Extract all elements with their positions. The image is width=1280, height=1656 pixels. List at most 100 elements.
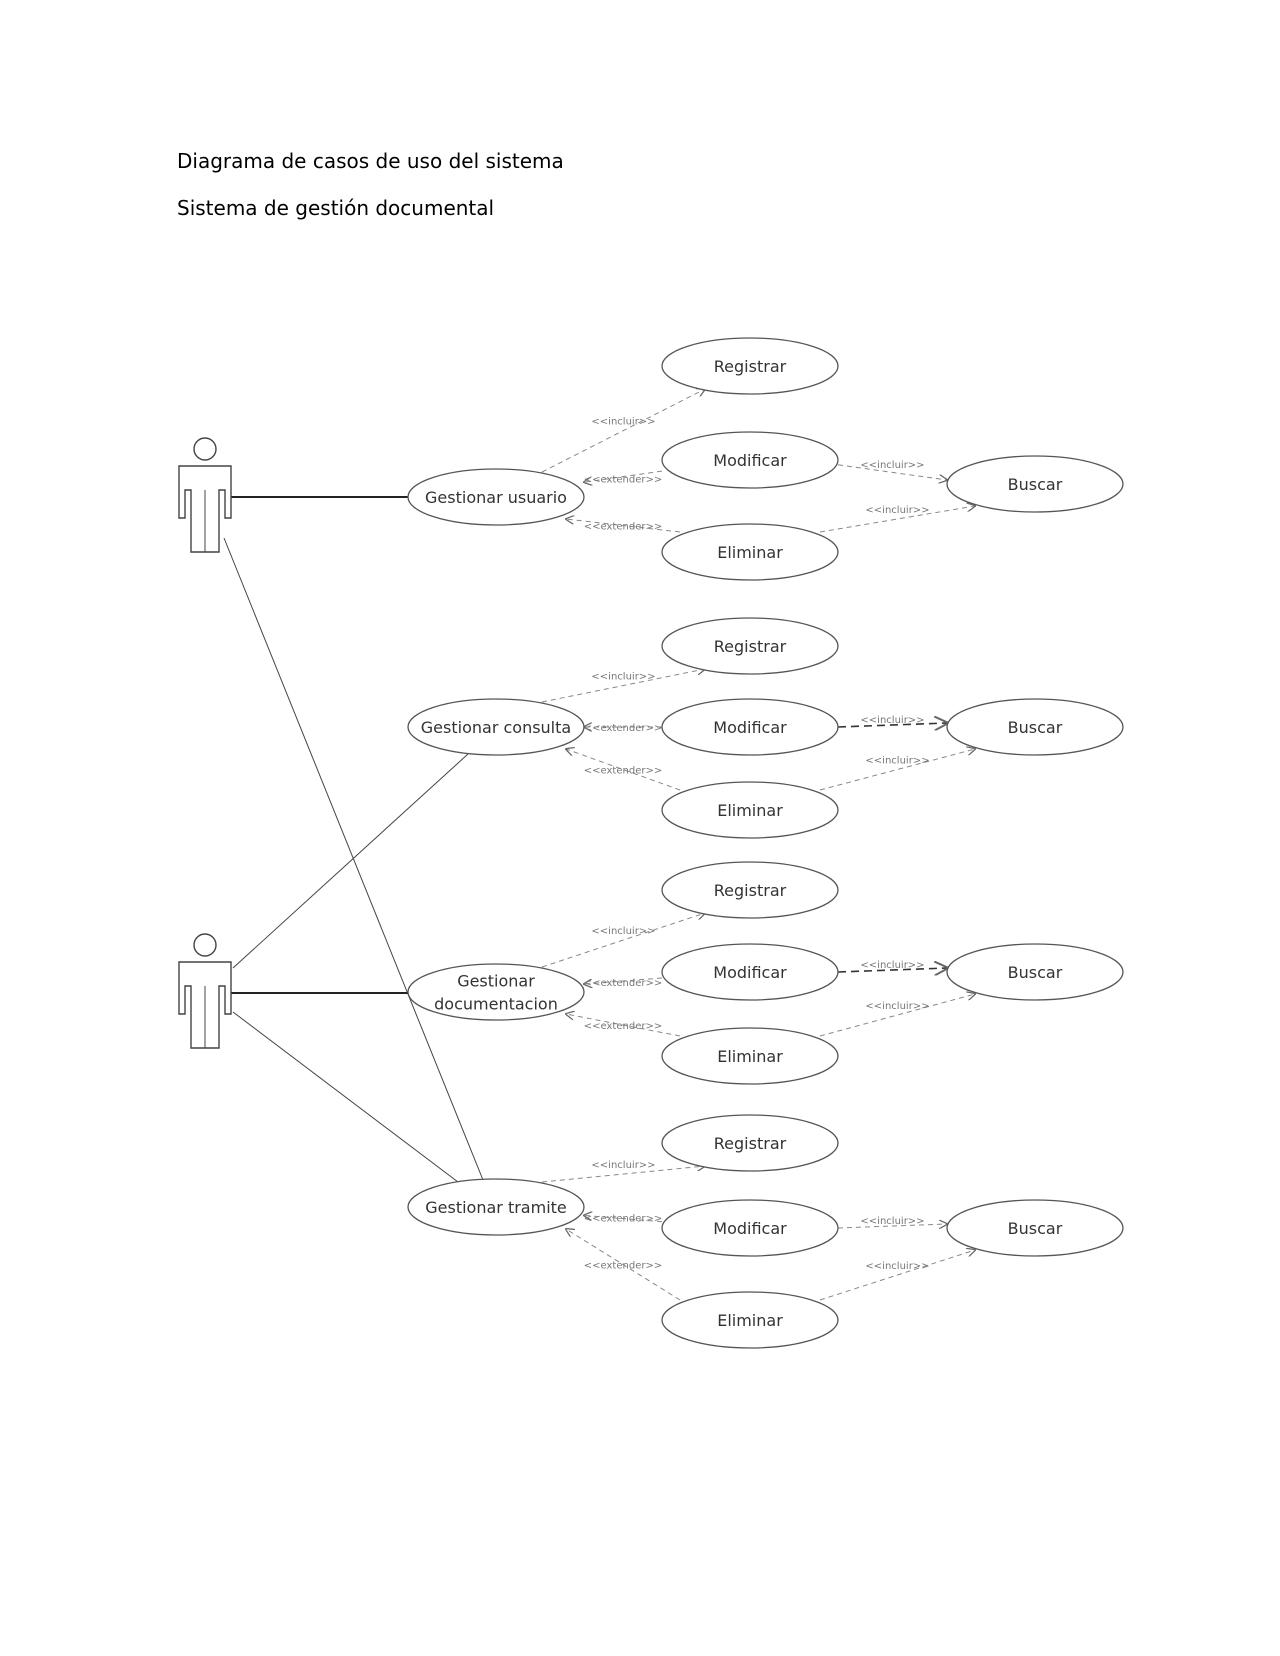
- group-2-main-usecase-label: Gestionar consulta: [421, 718, 571, 737]
- group-4-main-usecase: Gestionar tramite: [407, 1178, 585, 1236]
- group-3-registrar-usecase-shape: [661, 861, 839, 919]
- group-4-modificar-usecase-shape: [661, 1199, 839, 1257]
- nodes-layer: Gestionar usuarioRegistrarModificarElimi…: [407, 337, 1124, 1349]
- group-2-main-usecase-shape: [407, 698, 585, 756]
- group-3-extend-eliminar-label: <<extender>>: [584, 1021, 662, 1032]
- group-4-include-modificar-label: <<incluir>>: [860, 1216, 924, 1227]
- group-2-registrar-usecase: Registrar: [661, 617, 839, 675]
- group-3-buscar-usecase-shape: [946, 943, 1124, 1001]
- assoc-actor1-tramite: [223, 537, 484, 1181]
- group-1-eliminar-usecase: Eliminar: [661, 523, 839, 581]
- group-2-buscar-usecase-label: Buscar: [1008, 718, 1063, 737]
- group-4-include-registrar-label: <<incluir>>: [591, 1160, 655, 1171]
- group-3-registrar-usecase: Registrar: [661, 861, 839, 919]
- group-3-modificar-usecase: Modificar: [661, 943, 839, 1001]
- group-3-main-usecase-label-2: documentacion: [434, 995, 558, 1014]
- group-3-include-registrar-label: <<incluir>>: [591, 926, 655, 937]
- assoc-actor2-consulta: [232, 753, 469, 969]
- actors-layer: [178, 437, 232, 1049]
- group-4-main-usecase-shape: [407, 1178, 585, 1236]
- group-1-extend-eliminar-label: <<extender>>: [584, 522, 662, 533]
- group-3-buscar-usecase-label: Buscar: [1008, 963, 1063, 982]
- group-4-eliminar-usecase: Eliminar: [661, 1291, 839, 1349]
- group-2-buscar-usecase: Buscar: [946, 698, 1124, 756]
- group-1-include-eliminar-buscar: [819, 506, 975, 533]
- page-title: Diagrama de casos de uso del sistema: [177, 149, 564, 173]
- group-3-extend-eliminar: [566, 1014, 681, 1037]
- group-2-include-registrar: [541, 669, 705, 703]
- group-3-extend-modificar: [584, 977, 663, 984]
- group-1-extend-eliminar: [566, 519, 681, 533]
- group-4-eliminar-usecase-label: Eliminar: [717, 1311, 783, 1330]
- group-1-buscar-usecase: Buscar: [946, 455, 1124, 513]
- group-1-buscar-usecase-shape: [946, 455, 1124, 513]
- group-3-include-modificar-buscar: [837, 968, 947, 972]
- group-2-registrar-usecase-label: Registrar: [714, 637, 787, 656]
- group-2-eliminar-usecase-label: Eliminar: [717, 801, 783, 820]
- actor-2: [178, 933, 232, 1049]
- group-1-include-registrar: [541, 389, 705, 473]
- group-3-main-usecase-label-1: Gestionar: [457, 972, 535, 991]
- group-2-extend-eliminar-label: <<extender>>: [584, 766, 662, 777]
- group-1-modificar-usecase-shape: [661, 431, 839, 489]
- group-4-eliminar-usecase-shape: [661, 1291, 839, 1349]
- group-4-registrar-usecase-shape: [661, 1114, 839, 1172]
- group-2-eliminar-usecase: Eliminar: [661, 781, 839, 839]
- group-4-extend-eliminar-label: <<extender>>: [584, 1261, 662, 1272]
- group-2-registrar-usecase-shape: [661, 617, 839, 675]
- group-4-buscar-usecase: Buscar: [946, 1199, 1124, 1257]
- group-1-extend-modificar-label: <<extender>>: [584, 475, 662, 486]
- group-3-modificar-usecase-shape: [661, 943, 839, 1001]
- actor-1-head: [193, 437, 217, 461]
- group-2-include-eliminar-label: <<incluir>>: [865, 756, 929, 767]
- group-4-buscar-usecase-shape: [946, 1199, 1124, 1257]
- group-4-registrar-usecase-label: Registrar: [714, 1134, 787, 1153]
- group-1-include-modificar-buscar: [837, 464, 947, 480]
- group-2-modificar-usecase-shape: [661, 698, 839, 756]
- group-3-extend-modificar-label: <<extender>>: [584, 978, 662, 989]
- group-1-modificar-usecase-label: Modificar: [713, 451, 787, 470]
- group-3-eliminar-usecase: Eliminar: [661, 1027, 839, 1085]
- group-3-main-usecase: Gestionar documentacion: [407, 963, 585, 1021]
- group-4-include-modificar-buscar: [837, 1224, 947, 1228]
- group-4-modificar-usecase: Modificar: [661, 1199, 839, 1257]
- group-1-main-usecase-shape: [407, 468, 585, 526]
- group-4-include-eliminar-label: <<incluir>>: [865, 1261, 929, 1272]
- group-3-eliminar-usecase-shape: [661, 1027, 839, 1085]
- group-4-extend-modificar: [584, 1215, 663, 1223]
- group-1-buscar-usecase-label: Buscar: [1008, 475, 1063, 494]
- group-1-include-modificar-label: <<incluir>>: [860, 460, 924, 471]
- assoc-actor2-tramite: [232, 1011, 459, 1183]
- group-4-extend-eliminar: [566, 1229, 681, 1301]
- group-2-include-registrar-label: <<incluir>>: [591, 672, 655, 683]
- group-1-registrar-usecase-shape: [661, 337, 839, 395]
- group-1-eliminar-usecase-label: Eliminar: [717, 543, 783, 562]
- actor-1: [178, 437, 232, 553]
- group-2-extend-eliminar: [566, 749, 681, 791]
- group-4-extend-modificar-label: <<extender>>: [584, 1214, 662, 1225]
- group-1-eliminar-usecase-shape: [661, 523, 839, 581]
- group-1-main-usecase-label: Gestionar usuario: [425, 488, 567, 507]
- group-4-registrar-usecase: Registrar: [661, 1114, 839, 1172]
- group-1-include-registrar-label: <<incluir>>: [591, 417, 655, 428]
- group-2-modificar-usecase: Modificar: [661, 698, 839, 756]
- group-4-modificar-usecase-label: Modificar: [713, 1219, 787, 1238]
- group-4-main-usecase-label: Gestionar tramite: [425, 1198, 567, 1217]
- edges-layer: <<incluir>> <<extender>> <<extender>> <<inc…: [223, 389, 975, 1301]
- group-3-buscar-usecase: Buscar: [946, 943, 1124, 1001]
- group-3-include-modificar-label: <<incluir>>: [860, 960, 924, 971]
- group-3-include-eliminar-label: <<incluir>>: [865, 1001, 929, 1012]
- actor-2-head: [193, 933, 217, 957]
- group-2-modificar-usecase-label: Modificar: [713, 718, 787, 737]
- page-subtitle: Sistema de gestión documental: [177, 196, 495, 220]
- group-3-modificar-usecase-label: Modificar: [713, 963, 787, 982]
- group-2-eliminar-usecase-shape: [661, 781, 839, 839]
- group-2-include-modificar-buscar: [837, 723, 947, 727]
- group-4-include-eliminar-buscar: [819, 1250, 975, 1301]
- group-3-main-usecase-shape: [407, 963, 585, 1021]
- group-1-registrar-usecase-label: Registrar: [714, 357, 787, 376]
- group-1-main-usecase: Gestionar usuario: [407, 468, 585, 526]
- group-1-modificar-usecase: Modificar: [661, 431, 839, 489]
- group-2-extend-modificar-label: <<extender>>: [584, 723, 662, 734]
